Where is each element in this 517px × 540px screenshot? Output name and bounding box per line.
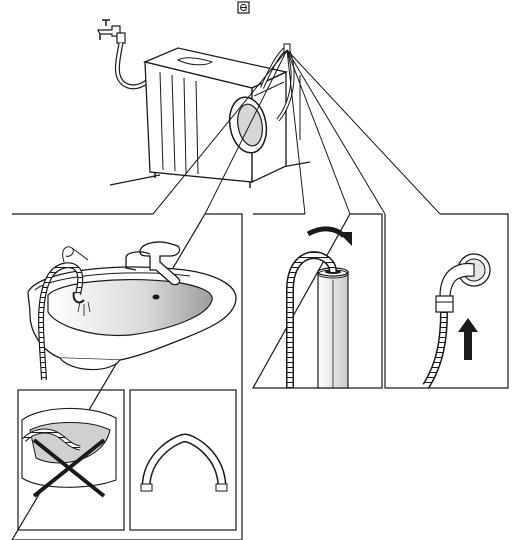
washing-machine-scene (98, 20, 310, 188)
hose-guide-frame (130, 390, 236, 530)
up-arrow-icon (458, 318, 478, 360)
wall-drain-illustration (426, 254, 490, 386)
standpipe-illustration (290, 229, 352, 388)
floor-line (110, 175, 160, 185)
washing-machine (145, 48, 286, 188)
sink-illustration (28, 242, 236, 380)
wall-tap-icon (98, 20, 125, 43)
outlet-symbol-icon (238, 2, 249, 13)
hose-guide-icon (141, 438, 227, 491)
curved-arrow-icon (308, 229, 352, 246)
wrong-method-illustration (22, 408, 116, 496)
